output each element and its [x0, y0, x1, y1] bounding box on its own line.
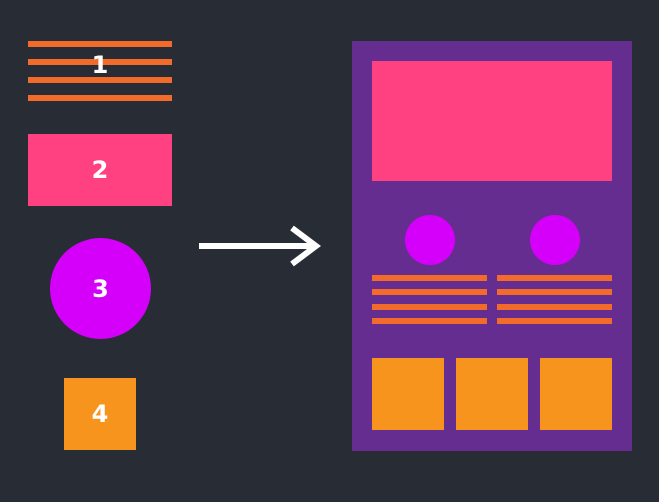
- legend-number-4: 4: [91, 400, 109, 428]
- legend-number-1: 1: [91, 51, 109, 79]
- stripe-bar: [372, 289, 487, 295]
- mockup-circle-right: [530, 215, 580, 265]
- stripe-bar: [372, 275, 487, 281]
- legend-item-4-square: 4: [64, 378, 136, 450]
- mockup-square-3: [540, 358, 612, 430]
- mockup-banner: [372, 61, 612, 181]
- stripe-bar: [28, 41, 172, 47]
- legend-item-2-banner: 2: [28, 134, 172, 206]
- mockup-square-2: [456, 358, 528, 430]
- page-mockup-frame: [352, 41, 632, 451]
- right-arrow-icon: [199, 225, 321, 267]
- legend-item-3-circle: 3: [50, 238, 151, 339]
- stripe-bar: [372, 304, 487, 310]
- stripe-bar: [497, 318, 612, 324]
- stripe-bar: [372, 318, 487, 324]
- stripe-bar: [497, 304, 612, 310]
- arrow-head: [290, 225, 321, 267]
- mockup-text-lines-left: [372, 275, 487, 325]
- mockup-text-lines-right: [497, 275, 612, 325]
- stripe-bar: [28, 95, 172, 101]
- legend-number-3: 3: [92, 274, 109, 303]
- legend-item-1-text-lines: 1: [28, 41, 172, 102]
- stripe-bar: [497, 289, 612, 295]
- mockup-square-1: [372, 358, 444, 430]
- stripe-bar: [28, 59, 172, 65]
- legend-number-2: 2: [91, 156, 109, 184]
- stripe-bar: [497, 275, 612, 281]
- mockup-circle-left: [405, 215, 455, 265]
- stripe-bar: [28, 77, 172, 83]
